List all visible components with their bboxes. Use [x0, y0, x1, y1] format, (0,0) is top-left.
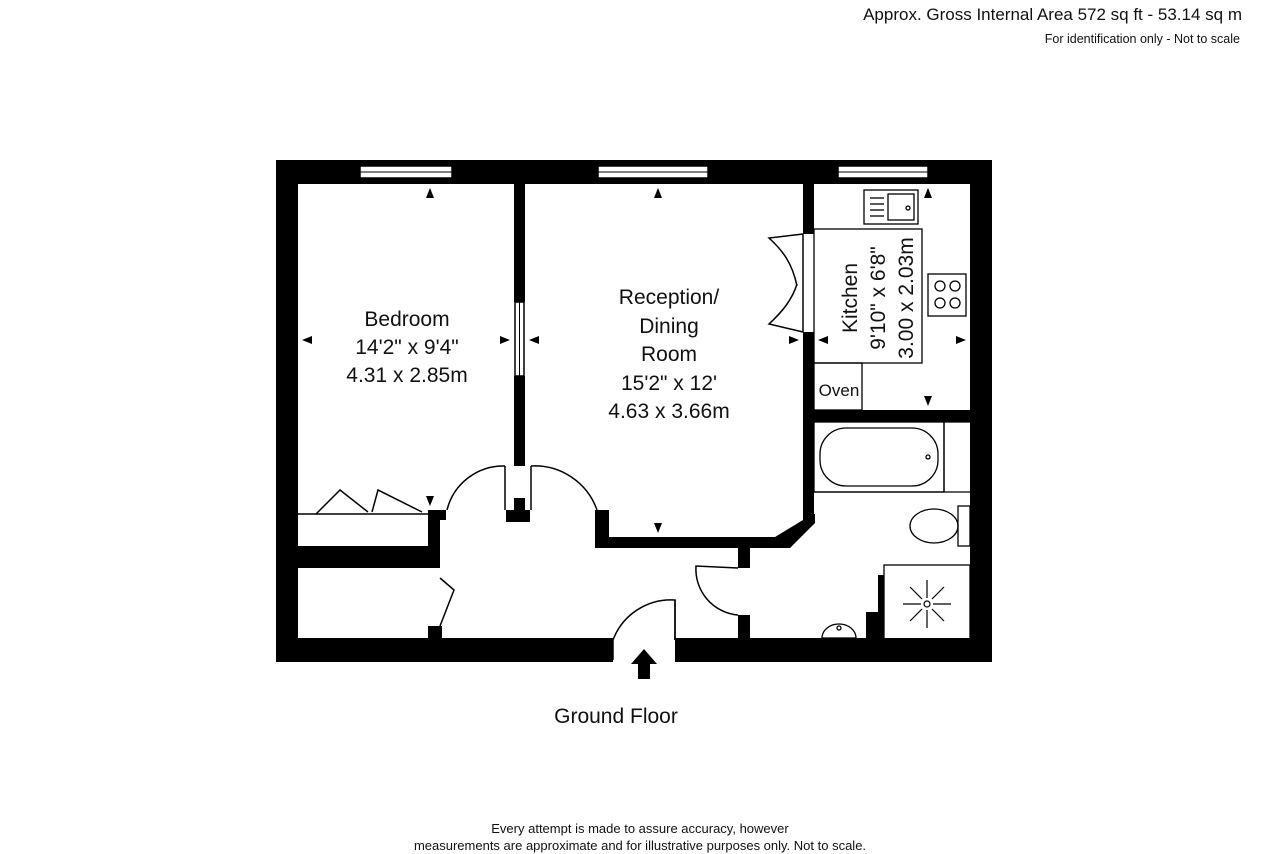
doors	[315, 233, 804, 660]
kitchen-size-metric: 3.00 x 2.03m	[895, 237, 918, 358]
outer-walls	[276, 160, 992, 662]
bathroom-fittings	[813, 421, 971, 641]
disclaimer: Every attempt is made to assure accuracy…	[0, 820, 1280, 854]
bedroom-label: Bedroom 14'2" x 9'4" 4.31 x 2.85m	[346, 308, 467, 387]
reception-size-metric: 4.63 x 3.66m	[608, 400, 729, 423]
reception-name-line1: Reception/	[619, 286, 720, 309]
kitchen-name: Kitchen	[839, 263, 862, 333]
bedroom-name: Bedroom	[364, 308, 449, 331]
reception-name-line2: Dining	[639, 315, 699, 338]
oven-label: Oven	[819, 381, 860, 400]
floor-label: Ground Floor	[554, 705, 678, 728]
kitchen-size-imperial: 9'10" x 6'8"	[867, 246, 890, 350]
disclaimer-line1: Every attempt is made to assure accuracy…	[491, 821, 789, 836]
disclaimer-line2: measurements are approximate and for ill…	[413, 838, 867, 853]
reception-label: Reception/ Dining Room 15'2" x 12' 4.63 …	[608, 286, 729, 423]
identification-note: For identification only - Not to scale	[1044, 32, 1240, 46]
bedroom-size-metric: 4.31 x 2.85m	[346, 364, 467, 387]
interior-walls	[298, 184, 992, 645]
measurement-arrows	[302, 188, 966, 533]
bedroom-size-imperial: 14'2" x 9'4"	[355, 336, 459, 359]
gross-area-text: Approx. Gross Internal Area 572 sq ft - …	[863, 5, 1242, 24]
reception-name-line3: Room	[641, 343, 697, 366]
kitchen-fittings	[813, 189, 967, 411]
shower-drain-icon	[903, 580, 951, 628]
reception-size-imperial: 15'2" x 12'	[621, 372, 717, 395]
kitchen-label: Kitchen 9'10" x 6'8" 3.00 x 2.03m	[839, 237, 918, 358]
entrance-arrow-icon	[631, 649, 657, 679]
